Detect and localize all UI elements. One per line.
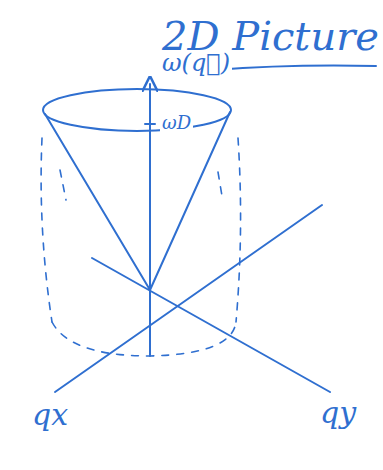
dashed-rim <box>52 322 236 356</box>
debye-frequency-label: ωD <box>160 113 193 133</box>
omega-d-tick <box>145 123 155 125</box>
cone-side <box>45 114 150 290</box>
axis-label: ω(q⃗) <box>160 50 232 76</box>
dashed-hatch <box>60 170 66 200</box>
axis-label: qy <box>318 396 358 429</box>
qy-axis <box>92 258 330 392</box>
cone-side <box>150 112 230 290</box>
dashed-side <box>41 138 52 322</box>
cone-rim <box>43 89 231 131</box>
dashed-hatch <box>218 172 222 196</box>
axis-label: qx <box>30 398 70 431</box>
dashed-side <box>236 138 241 322</box>
title-underline <box>214 66 376 71</box>
